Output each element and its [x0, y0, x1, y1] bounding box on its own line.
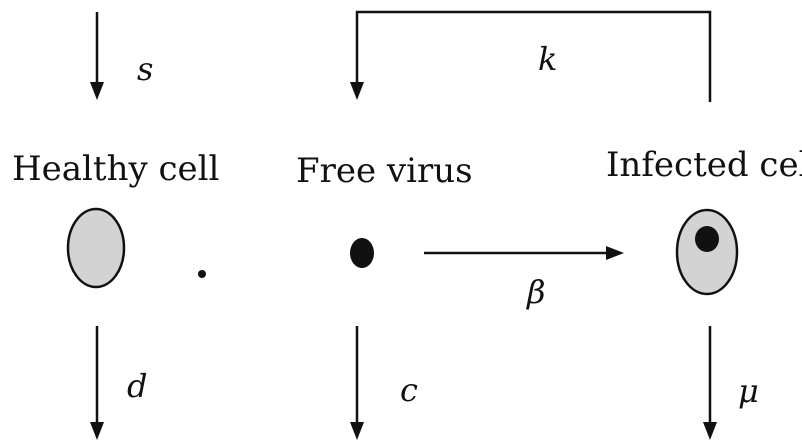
production-arrow-k — [350, 10, 712, 102]
healthy-cell-label: Healthy cell — [12, 149, 219, 189]
param-c: c — [400, 371, 418, 409]
death-arrow-d — [90, 326, 104, 440]
death-arrow-mu — [703, 326, 717, 440]
param-beta: β — [526, 273, 546, 311]
interaction-dot — [198, 270, 206, 278]
param-d: d — [127, 367, 147, 405]
infected-cell-icon — [675, 208, 739, 296]
param-k: k — [538, 40, 557, 78]
healthy-cell-icon — [66, 207, 126, 289]
free-virus-icon — [350, 238, 374, 268]
param-mu: μ — [738, 372, 759, 410]
clearance-arrow-c — [350, 326, 364, 440]
infection-arrow-beta — [424, 246, 624, 260]
param-s: s — [137, 50, 153, 88]
free-virus-label: Free virus — [296, 151, 473, 191]
infected-cell-label: Infected cell — [606, 145, 802, 185]
source-arrow-s — [90, 12, 104, 100]
